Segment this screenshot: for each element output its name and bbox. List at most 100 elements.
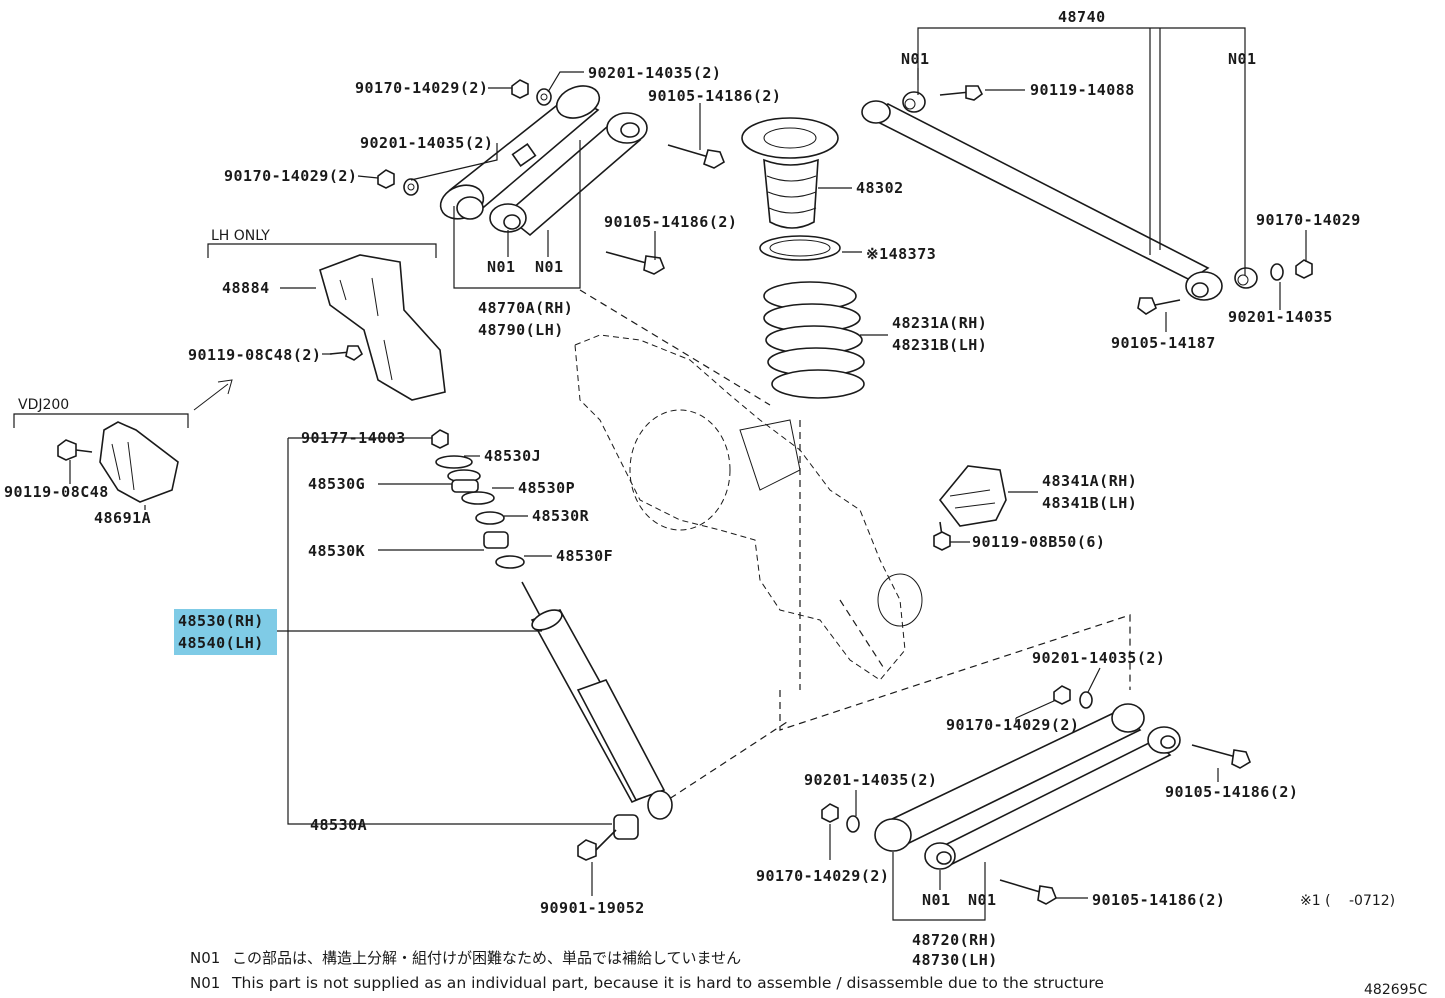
lateral-control-rod-48740[interactable] [861, 100, 1223, 301]
label-90170-14029-b: 90170-14029(2) [224, 167, 357, 185]
bolt-90105-14187[interactable] [1137, 297, 1181, 315]
nut-90170-14029-r[interactable] [1295, 259, 1313, 279]
label-48231b: 48231B(LH) [892, 336, 987, 354]
bolt-90105-14186-mid[interactable] [605, 251, 665, 275]
label-n01-d: N01 [535, 258, 564, 276]
highlight-48530 [174, 609, 277, 655]
note-en-text: This part is not supplied as an individu… [231, 974, 1104, 992]
label-90105-14186-top: 90105-14186(2) [648, 87, 781, 105]
bolt-90105-14186-ll[interactable] [999, 879, 1057, 905]
label-90170-14029-ll: 90170-14029(2) [756, 867, 889, 885]
bushing-n01-top[interactable] [902, 91, 926, 113]
nut-90170-14029-ll[interactable] [821, 803, 839, 823]
label-n01-a: N01 [901, 50, 930, 68]
bracket-48691a[interactable] [99, 421, 179, 503]
label-90201-14035-r: 90201-14035 [1228, 308, 1333, 326]
nut-90170-14029-b[interactable] [377, 169, 395, 189]
label-90170-14029-top: 90170-14029(2) [355, 79, 488, 97]
label-48530j: 48530J [484, 447, 541, 465]
label-48730: 48730(LH) [912, 951, 998, 969]
label-n01-f: N01 [968, 891, 997, 909]
label-48540-lh[interactable]: 48540(LH) [178, 634, 264, 652]
label-48740: 48740 [1058, 8, 1106, 26]
label-n01-e: N01 [922, 891, 951, 909]
label-90201-14035-ll: 90201-14035(2) [804, 771, 937, 789]
label-90105-14186-mid: 90105-14186(2) [604, 213, 737, 231]
label-48790: 48790(LH) [478, 321, 564, 339]
bushing-n01-right[interactable] [1234, 267, 1258, 289]
washer-90201-14035-r[interactable] [1270, 263, 1284, 281]
bolt-90901-19052[interactable] [577, 829, 617, 861]
label-90105-14187: 90105-14187 [1111, 334, 1216, 352]
leader-lines [13, 27, 1307, 921]
label-90901-19052: 90901-19052 [540, 899, 645, 917]
axle-housing-outline [574, 334, 923, 681]
bump-stopper-48302[interactable] [741, 117, 839, 229]
label-48770a: 48770A(RH) [478, 299, 573, 317]
label-90201-14035-top: 90201-14035(2) [588, 64, 721, 82]
bolt-90119-08b50[interactable] [933, 521, 951, 551]
label-90105-14186-ll: 90105-14186(2) [1092, 891, 1225, 909]
shock-lower-bushing[interactable] [613, 814, 639, 840]
label-90170-14029-lr: 90170-14029(2) [946, 716, 1079, 734]
spring-seat-48373[interactable] [759, 235, 841, 261]
shock-absorber-48530[interactable] [521, 581, 673, 820]
upper-control-arm[interactable] [436, 80, 648, 237]
label-48691a: 48691A [94, 509, 151, 527]
label-48341a: 48341A(RH) [1042, 472, 1137, 490]
bolt-90119-14088[interactable] [939, 85, 984, 101]
label-48302: 48302 [856, 179, 904, 197]
label-90119-08b50: 90119-08B50(6) [972, 533, 1105, 551]
label-48530r: 48530R [532, 507, 590, 525]
lower-control-arm[interactable] [874, 703, 1181, 870]
bolt-90119-08c48-b[interactable] [57, 439, 93, 461]
label-48720: 48720(RH) [912, 931, 998, 949]
washer-90201-14035-top[interactable] [536, 88, 552, 106]
label-48530f: 48530F [556, 547, 613, 565]
label-90170-14029-r: 90170-14029 [1256, 211, 1361, 229]
note-jp-code: N01 [190, 949, 220, 967]
label-90201-14035-lr: 90201-14035(2) [1032, 649, 1165, 667]
label-90177-14003: 90177-14003 [301, 429, 406, 447]
bolt-90119-08c48-a[interactable] [329, 345, 364, 361]
label-48341b: 48341B(LH) [1042, 494, 1137, 512]
nut-90170-14029-lr[interactable] [1053, 685, 1071, 705]
note-en-code: N01 [190, 974, 220, 992]
bracket-48341[interactable] [938, 465, 1007, 527]
label-48530p: 48530P [518, 479, 575, 497]
washer-90201-14035-b[interactable] [403, 178, 419, 196]
washer-90201-14035-lr[interactable] [1079, 691, 1093, 709]
bolt-90105-14186-lr[interactable] [1191, 744, 1251, 769]
label-90119-14088: 90119-14088 [1030, 81, 1135, 99]
leader-lower-arm [779, 614, 1131, 731]
bolt-90105-14186-top[interactable] [667, 144, 725, 169]
label-90105-14186-lr: 90105-14186(2) [1165, 783, 1298, 801]
leader-lower-left [839, 599, 886, 671]
label-90119-08c48-b: 90119-08C48 [4, 483, 109, 501]
label-48373: ※148373 [866, 245, 936, 263]
label-n01-c: N01 [487, 258, 516, 276]
label-vdj200: VDJ200 [18, 397, 69, 413]
nut-90170-14029-top[interactable] [511, 79, 529, 99]
label-48530g: 48530G [308, 475, 365, 493]
label-48530-rh[interactable]: 48530(RH) [178, 612, 264, 630]
coil-spring-48231[interactable] [763, 281, 865, 399]
leader-upper-arm [579, 289, 771, 406]
label-footnote-star: ※1 ( -0712) [1300, 893, 1395, 909]
leader-shock [659, 719, 791, 806]
washer-90201-14035-ll[interactable] [846, 815, 860, 833]
note-jp-text: この部品は、構造上分解・組付けが困難なため、単品では補給していません [232, 949, 741, 967]
diagram-id: 482695C [1364, 982, 1427, 998]
label-n01-b: N01 [1228, 50, 1257, 68]
label-48530a: 48530A [310, 816, 367, 834]
label-lh-only: LH ONLY [211, 228, 270, 244]
bracket-48884[interactable] [319, 254, 446, 401]
arrow-to-lh [193, 379, 233, 411]
shock-upper-parts[interactable] [431, 429, 525, 569]
label-48231a: 48231A(RH) [892, 314, 987, 332]
label-90119-08c48-a: 90119-08C48(2) [188, 346, 321, 364]
label-90201-14035-b: 90201-14035(2) [360, 134, 493, 152]
label-48530k: 48530K [308, 542, 365, 560]
